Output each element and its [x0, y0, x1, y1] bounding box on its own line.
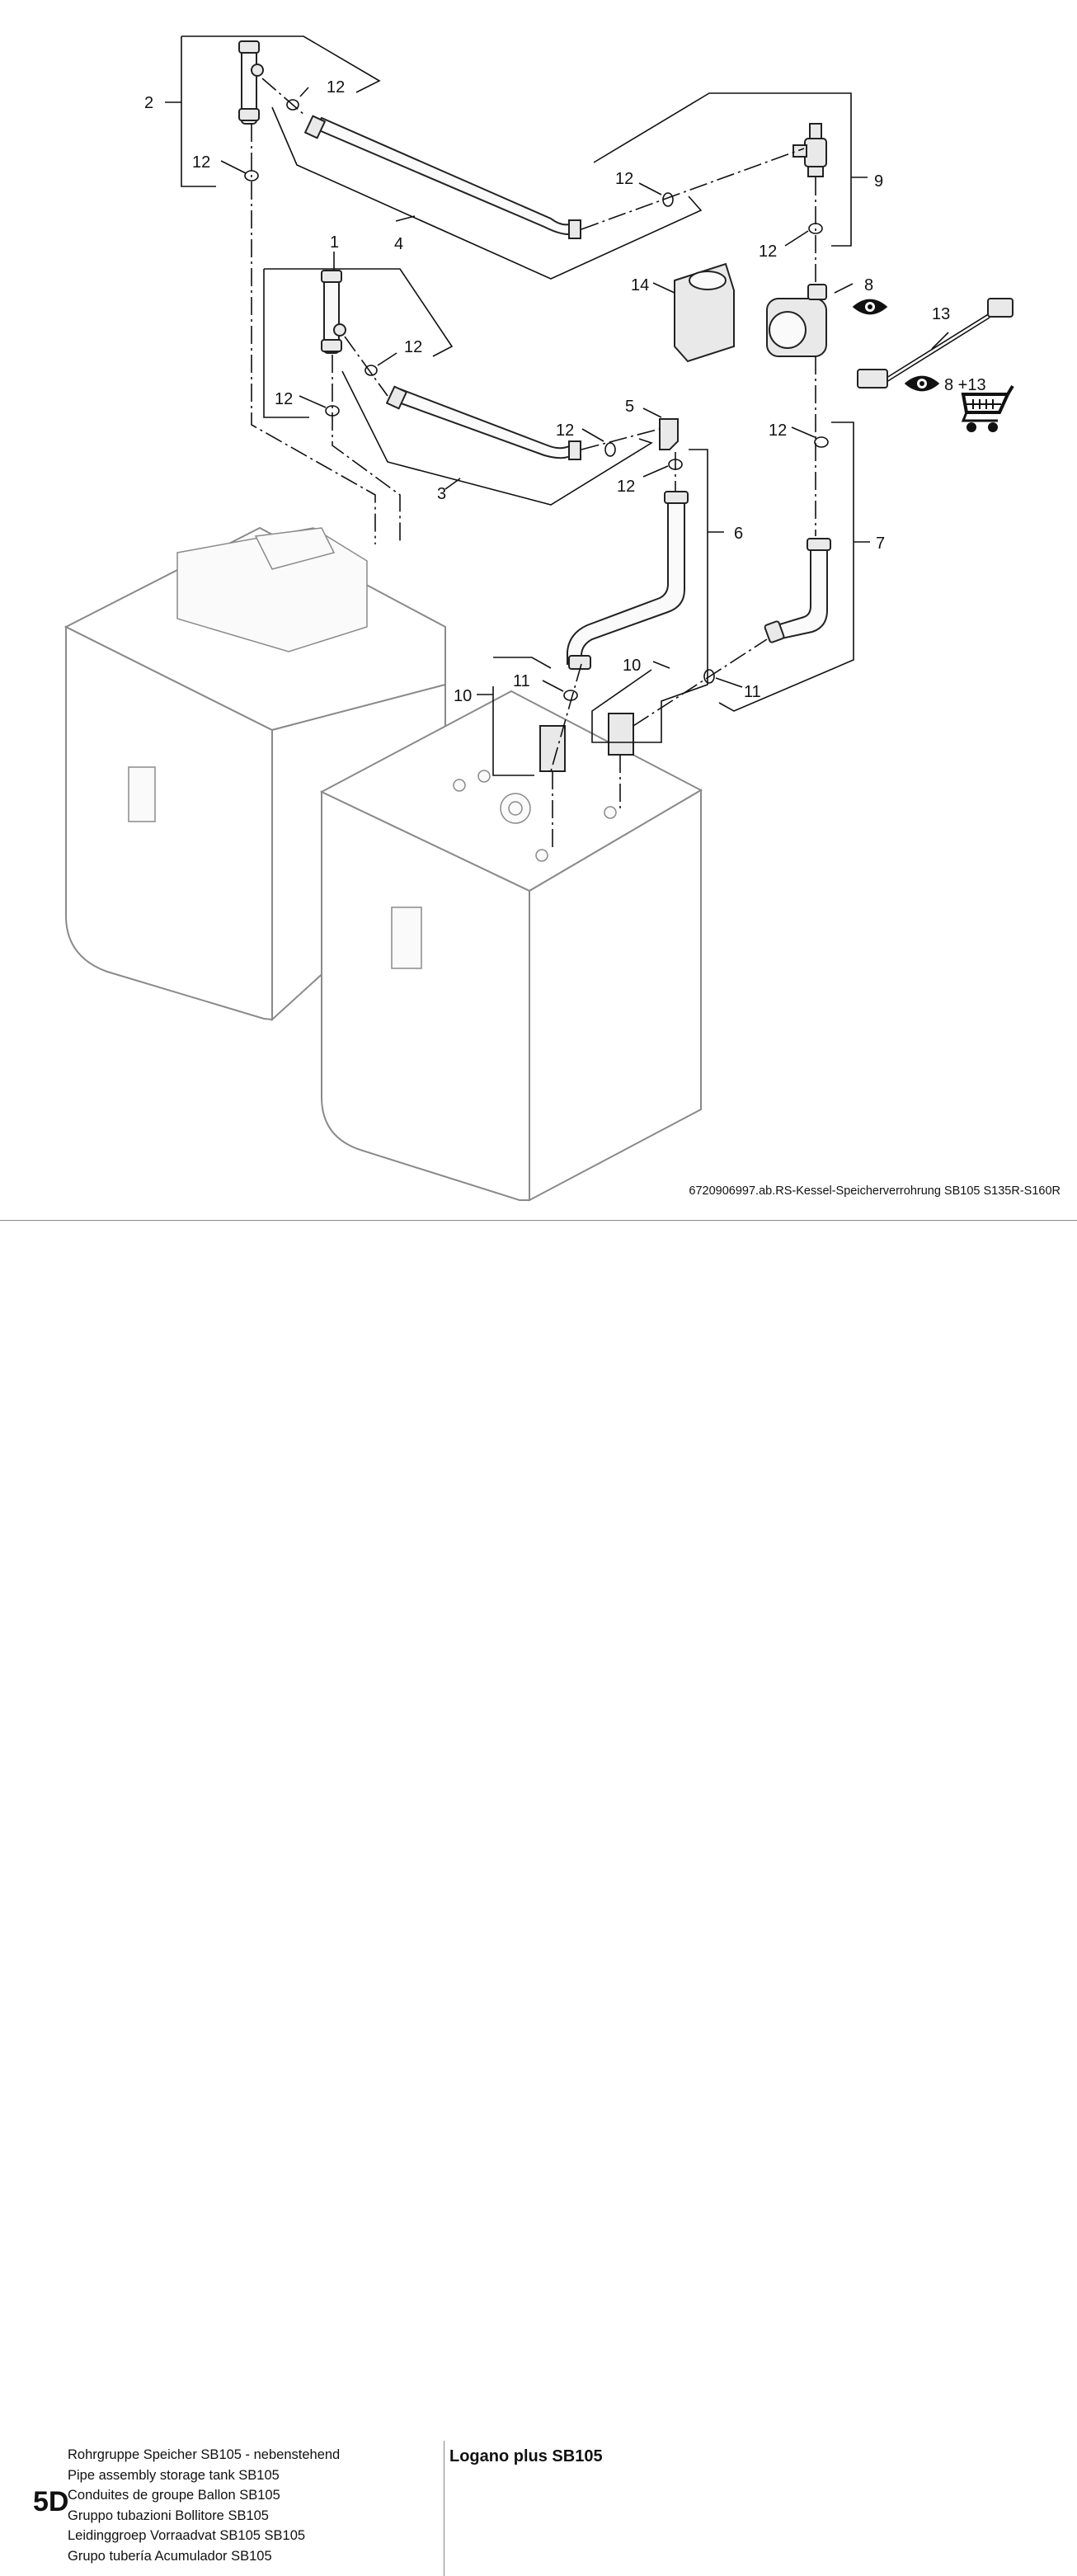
part-5-elbow: [659, 418, 679, 450]
part-3-pipe: [393, 388, 576, 459]
label-12: 12: [556, 421, 574, 440]
part-9-valve: [792, 123, 827, 177]
label-7: 7: [876, 535, 885, 553]
eye-icon: [904, 375, 940, 392]
eye-icon: [852, 299, 888, 315]
label-2: 2: [144, 94, 153, 112]
group-brackets: [165, 35, 870, 776]
label-5: 5: [625, 398, 634, 416]
shopping-cart-icon: [961, 384, 1014, 432]
section-code: 5D: [33, 2486, 69, 2517]
section-titles: Rohrgruppe Speicher SB105 - nebenstehend…: [68, 2445, 340, 2566]
title-en: Pipe assembly storage tank SB105: [68, 2467, 280, 2483]
part-8-pump: [766, 284, 827, 357]
label-11: 11: [513, 672, 530, 690]
label-12: 12: [192, 153, 210, 172]
label-12: 12: [617, 478, 635, 496]
label-3: 3: [437, 485, 446, 503]
position-numbers: 2 12 12 12 9 4 12 1 14 8 13 12 12 8 +13 …: [144, 78, 986, 705]
label-10: 10: [454, 687, 472, 705]
assembly-center-lines: [251, 78, 816, 850]
part-2-t-piece: [238, 40, 264, 125]
title-es: Grupo tubería Acumulador SB105: [68, 2548, 272, 2564]
label-12: 12: [404, 338, 422, 356]
label-14: 14: [631, 276, 649, 294]
storage-tank-cabinet: [319, 690, 703, 1202]
part-10-elbow-left: [539, 725, 566, 772]
label-8: 8: [864, 276, 873, 294]
part-4-pipe: [312, 116, 578, 235]
label-9: 9: [874, 172, 883, 191]
label-12: 12: [327, 78, 345, 97]
title-nl: Leidinggroep Vorraadvat SB105 SB105: [68, 2528, 306, 2543]
part-6-pipe: [567, 496, 685, 665]
label-1: 1: [330, 233, 339, 252]
label-spare: 8 +13: [944, 376, 986, 394]
title-it: Gruppo tubazioni Bollitore SB105: [68, 2508, 269, 2523]
part-14-valve-body: [674, 262, 735, 363]
part-10-elbow-right: [608, 713, 634, 756]
drawing-reference: 6720906997.ab.RS-Kessel-Speicherverrohru…: [689, 1184, 1061, 1198]
exploded-parts-diagram: 2 12 12 12 9 4 12 1 14 8 13 12 12 8 +13 …: [63, 35, 1014, 1202]
label-6: 6: [734, 525, 743, 543]
label-12: 12: [615, 170, 633, 188]
label-4: 4: [394, 235, 403, 253]
part-13-cable: [857, 298, 1014, 389]
part-1-t-piece: [321, 270, 346, 354]
title-fr: Conduites de groupe Ballon SB105: [68, 2488, 280, 2503]
label-12: 12: [769, 421, 787, 440]
label-12: 12: [759, 243, 777, 261]
product-name: Logano plus SB105: [449, 2447, 603, 2465]
part-7-pipe: [775, 544, 828, 640]
label-13: 13: [932, 305, 950, 323]
footer: 5D Rohrgruppe Speicher SB105 - nebensteh…: [0, 1220, 1077, 2576]
label-11: 11: [744, 683, 761, 701]
title-de: Rohrgruppe Speicher SB105 - nebenstehend: [68, 2447, 341, 2462]
label-12: 12: [275, 390, 293, 408]
leader-lines: [220, 87, 949, 692]
label-10: 10: [623, 657, 641, 675]
